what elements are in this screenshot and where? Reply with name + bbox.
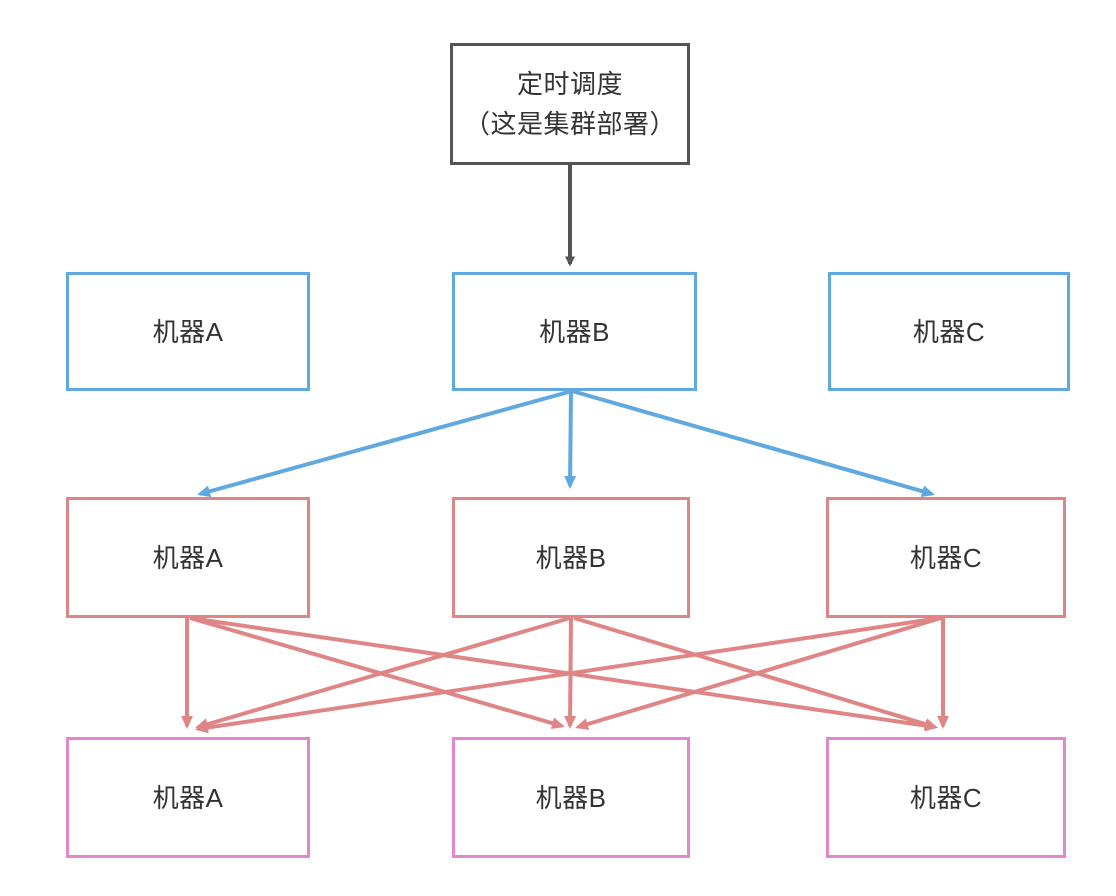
- node-red-machine-b-label: 机器B: [535, 542, 607, 573]
- node-blue-machine-c[interactable]: 机器C: [828, 272, 1070, 391]
- edge-red-b-to-pink-b: [564, 617, 577, 729]
- node-blue-machine-a[interactable]: 机器A: [66, 272, 310, 391]
- node-pink-machine-c[interactable]: 机器C: [826, 737, 1066, 858]
- node-red-machine-a-label: 机器A: [152, 542, 224, 573]
- edge-blue-b-to-red-b: [564, 390, 577, 489]
- edge-red-c-to-pink-a: [195, 616, 941, 734]
- edge-blue-b-to-red-a: [197, 389, 573, 498]
- node-scheduler-label: 定时调度 （这是集群部署）: [463, 69, 676, 139]
- edge-red-a-to-pink-c: [189, 616, 938, 732]
- node-blue-machine-b-label: 机器B: [539, 316, 610, 347]
- node-blue-machine-c-label: 机器C: [912, 316, 986, 347]
- node-pink-machine-c-label: 机器C: [909, 782, 983, 813]
- node-pink-machine-b[interactable]: 机器B: [452, 737, 690, 858]
- node-blue-machine-a-label: 机器A: [152, 316, 224, 347]
- node-pink-machine-a[interactable]: 机器A: [66, 737, 310, 858]
- node-red-machine-c[interactable]: 机器C: [826, 497, 1066, 618]
- node-red-machine-b[interactable]: 机器B: [452, 497, 690, 618]
- node-pink-machine-b-label: 机器B: [535, 782, 607, 813]
- edge-red-c-to-pink-b: [575, 616, 942, 730]
- edge-red-b-to-pink-c: [573, 616, 938, 730]
- node-red-machine-c-label: 机器C: [909, 542, 983, 573]
- node-red-machine-a[interactable]: 机器A: [66, 497, 310, 618]
- edge-red-a-to-pink-b: [189, 616, 565, 729]
- edge-red-b-to-pink-a: [195, 616, 571, 730]
- edge-blue-b-to-red-c: [571, 389, 935, 498]
- node-scheduler[interactable]: 定时调度 （这是集群部署）: [450, 43, 690, 165]
- node-pink-machine-a-label: 机器A: [152, 782, 224, 813]
- node-blue-machine-b[interactable]: 机器B: [452, 272, 697, 391]
